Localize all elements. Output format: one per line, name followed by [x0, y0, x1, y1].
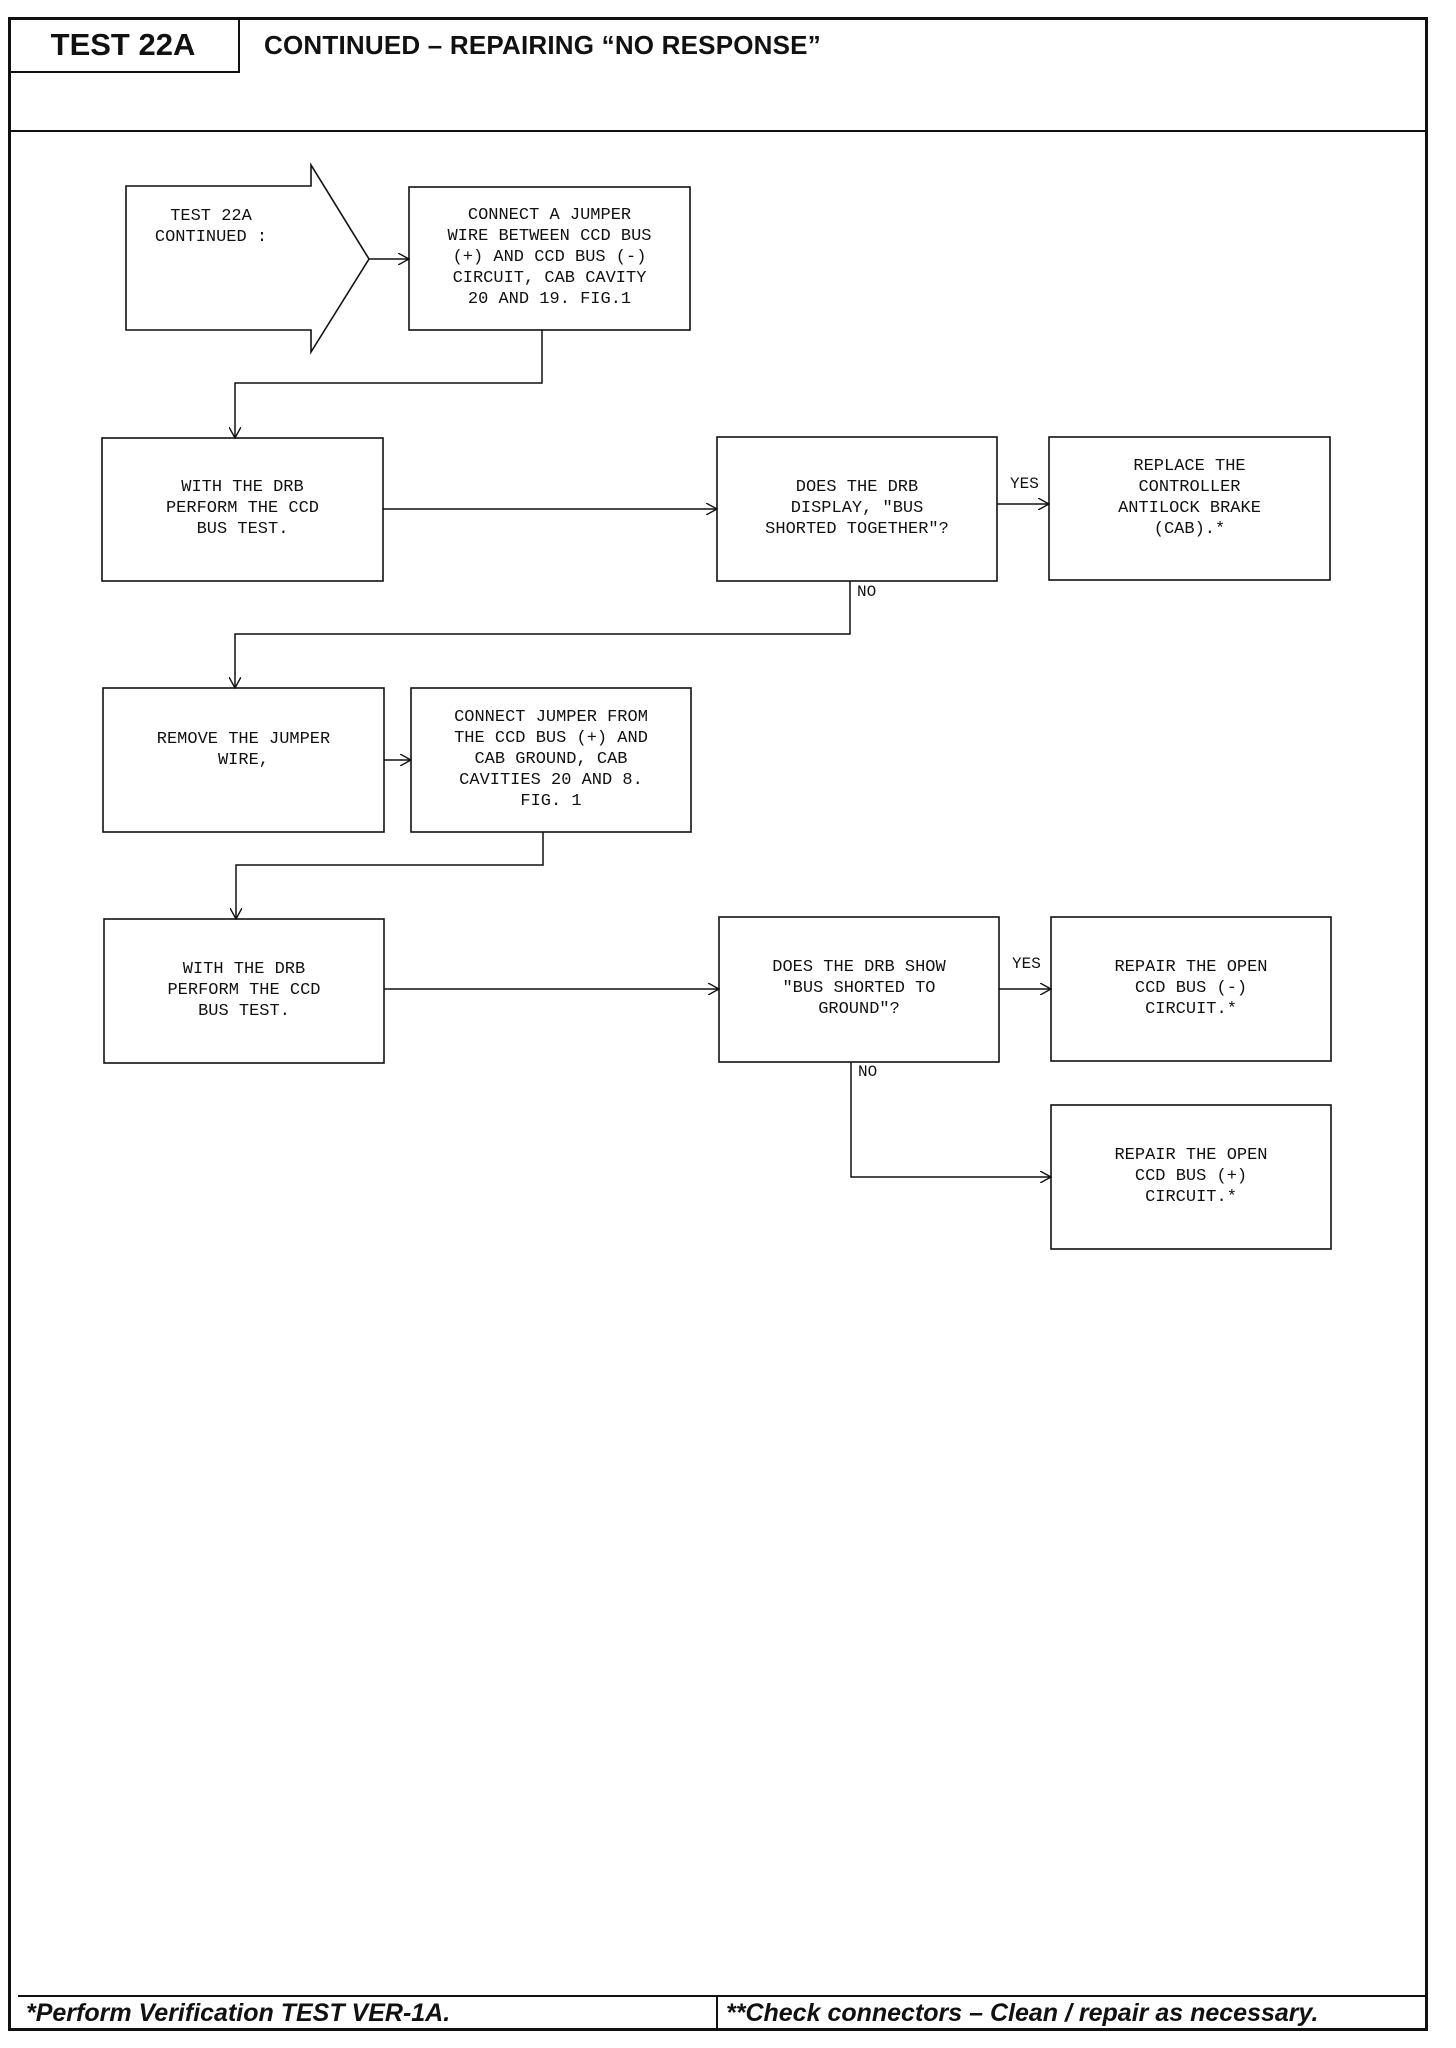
step4-text: CONNECT JUMPER FROM THE CCD BUS (+) AND … [454, 708, 648, 811]
footer-note-verification: *Perform Verification TEST VER-1A. [26, 1999, 451, 2027]
header-divider [8, 130, 1428, 132]
arrow-decision1-no [235, 581, 851, 688]
decision1-yes-label: YES [1010, 475, 1039, 493]
step5-box [103, 918, 385, 1064]
footer-divider-rule [18, 1995, 1428, 1997]
decision1-no-label: NO [857, 583, 877, 601]
footer-note-connectors: **Check connectors – Clean / repair as n… [726, 1999, 1319, 2027]
step5-text: WITH THE DRB PERFORM THE CCD BUS TEST. [167, 960, 321, 1021]
page-frame [8, 17, 1428, 2031]
arrow-step1-to-step2 [235, 330, 543, 438]
result1-text: REPLACE THE CONTROLLER ANTILOCK BRAKE (C… [1118, 457, 1261, 539]
result3-text: REPAIR THE OPEN CCD BUS (+) CIRCUIT.* [1114, 1146, 1268, 1207]
start-arrow-shape [125, 162, 370, 355]
decision2-yes-label: YES [1012, 955, 1041, 973]
decision1-text: DOES THE DRB DISPLAY, "BUS SHORTED TOGET… [765, 478, 949, 539]
step2-text: WITH THE DRB PERFORM THE CCD BUS TEST. [165, 478, 320, 539]
result2-text: REPAIR THE OPEN CCD BUS (-) CIRCUIT.* [1114, 958, 1268, 1019]
arrow-decision2-no [850, 1062, 1051, 1177]
arrow-step4-to-step5 [236, 832, 544, 919]
start-label: TEST 22A CONTINUED : [154, 207, 268, 247]
step1-text: CONNECT A JUMPER WIRE BETWEEN CCD BUS (+… [447, 206, 652, 309]
decision2-no-label: NO [858, 1063, 878, 1081]
step3-text: REMOVE THE JUMPER WIRE, [156, 730, 331, 770]
decision2-text: DOES THE DRB SHOW "BUS SHORTED TO GROUND… [772, 958, 946, 1019]
footer-column-divider [716, 1995, 718, 2031]
page-title: CONTINUED – REPAIRING “NO RESPONSE” [264, 30, 821, 60]
test-id-label: TEST 22A [8, 17, 240, 73]
